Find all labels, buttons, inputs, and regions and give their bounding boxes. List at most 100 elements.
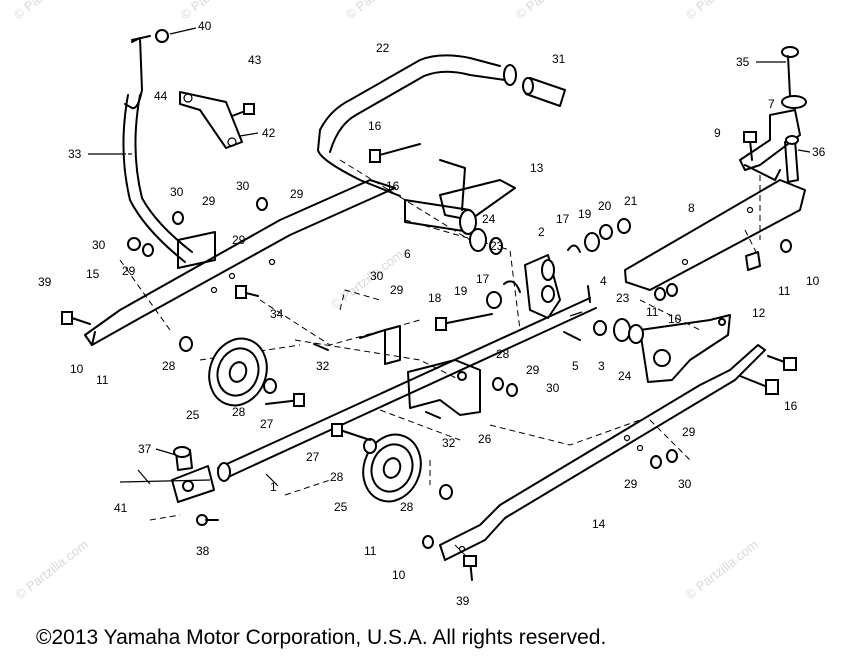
- callout-label: 29: [682, 425, 696, 439]
- watermark: © Partzilla.com: [683, 0, 761, 22]
- callout-label: 4: [600, 274, 607, 288]
- callout-label: 17: [476, 272, 490, 286]
- callout-label: 26: [478, 432, 492, 446]
- callout-label: 14: [592, 517, 606, 531]
- callout-label: 40: [198, 19, 212, 33]
- callout-label: 43: [248, 53, 262, 67]
- callout-label: 28: [232, 405, 246, 419]
- callout-label: 30: [236, 179, 250, 193]
- callout-label: 44: [154, 89, 168, 103]
- callout-label: 38: [196, 544, 210, 558]
- part-22-frame: [317, 54, 517, 197]
- callout-label: 34: [270, 307, 284, 321]
- callout-label: 29: [390, 283, 404, 297]
- callout-label: 23: [490, 239, 504, 253]
- callout-label: 28: [400, 500, 414, 514]
- callout-label: 2: [538, 225, 545, 239]
- callout-label: 3: [598, 359, 605, 373]
- part-31-tube: [522, 77, 566, 107]
- callout-label: 11: [778, 284, 791, 298]
- callout-label: 29: [232, 233, 246, 247]
- callout-label: 17: [556, 212, 570, 226]
- callout-label: 39: [456, 594, 470, 608]
- callout-label: 41: [114, 501, 128, 515]
- callout-label: 11: [646, 305, 659, 319]
- callout-label: 9: [714, 126, 721, 140]
- callout-label: 29: [526, 363, 540, 377]
- part-8-frame: [624, 179, 806, 291]
- callout-label: 10: [668, 312, 682, 326]
- callout-label: 27: [306, 450, 320, 464]
- watermark: © Partzilla.com: [328, 247, 406, 313]
- part-33-handle: [122, 35, 193, 263]
- part-25-pulley-right: [362, 433, 422, 503]
- callout-label: 5: [572, 359, 579, 373]
- callout-label: 6: [404, 247, 411, 261]
- callout-label: 7: [768, 97, 775, 111]
- callout-label: 22: [376, 41, 390, 55]
- callout-label: 29: [624, 477, 638, 491]
- part-1-rod: [217, 297, 597, 482]
- bolts: [61, 103, 797, 581]
- part-26-bracket: [407, 359, 481, 416]
- callout-label: 8: [688, 201, 695, 215]
- callout-label: 30: [678, 477, 692, 491]
- watermark: © Partzilla.com: [513, 0, 591, 22]
- part-32-bracket: [359, 325, 401, 365]
- part-35-bolt: [781, 46, 807, 109]
- copyright-notice: ©2013 Yamaha Motor Corporation, U.S.A. A…: [36, 626, 607, 649]
- callout-label: 28: [162, 359, 176, 373]
- callout-label: 10: [806, 274, 820, 288]
- callout-label: 27: [260, 417, 274, 431]
- callout-label: 33: [68, 147, 82, 161]
- callouts: 1 2 3 4 5 6 7 8 9 10 10 10 10 11 11 11 1…: [38, 19, 826, 608]
- callout-label: 29: [290, 187, 304, 201]
- callout-label: 25: [186, 408, 200, 422]
- callout-label: 25: [334, 500, 348, 514]
- part-14-frame: [439, 344, 766, 561]
- callout-label: 28: [330, 470, 344, 484]
- callout-label: 15: [86, 267, 100, 281]
- callout-label: 31: [552, 52, 566, 66]
- callout-label: 12: [752, 306, 766, 320]
- callout-label: 30: [370, 269, 384, 283]
- callout-label: 16: [784, 399, 798, 413]
- watermark: © Partzilla.com: [11, 0, 89, 22]
- callout-label: 1: [270, 480, 277, 494]
- part-25-pulley-left: [208, 337, 268, 407]
- callout-label: 29: [122, 264, 136, 278]
- part-12-bracket: [639, 314, 731, 383]
- callout-label: 30: [170, 185, 184, 199]
- callout-label: 10: [70, 362, 84, 376]
- part-15-frame: [84, 179, 396, 346]
- callout-label: 20: [598, 199, 612, 213]
- watermark: © Partzilla.com: [13, 537, 91, 603]
- callout-label: 19: [578, 207, 592, 221]
- callout-label: 11: [364, 544, 377, 558]
- callout-label: 11: [96, 373, 109, 387]
- callout-label: 39: [38, 275, 52, 289]
- callout-label: 37: [138, 442, 152, 456]
- part-2-bracket: [524, 254, 561, 319]
- callout-label: 23: [616, 291, 630, 305]
- watermark: © Partzilla.com: [178, 0, 256, 22]
- callout-label: 28: [496, 347, 510, 361]
- callout-label: 30: [92, 238, 106, 252]
- callout-label: 32: [442, 436, 456, 450]
- callout-label: 30: [546, 381, 560, 395]
- callout-label: 13: [530, 161, 544, 175]
- callout-label: 36: [812, 145, 826, 159]
- callout-label: 42: [262, 126, 276, 140]
- callout-label: 21: [624, 194, 638, 208]
- callout-label: 35: [736, 55, 750, 69]
- callout-label: 32: [316, 359, 330, 373]
- callout-label: 29: [202, 194, 216, 208]
- watermark: © Partzilla.com: [683, 537, 761, 603]
- part-13-plate: [404, 159, 516, 235]
- callout-label: 19: [454, 284, 468, 298]
- watermark: © Partzilla.com: [343, 0, 421, 22]
- part-42-bracket: [179, 91, 243, 149]
- callout-label: 24: [618, 369, 632, 383]
- callout-label: 18: [428, 291, 442, 305]
- part-41-clevis: [171, 446, 219, 526]
